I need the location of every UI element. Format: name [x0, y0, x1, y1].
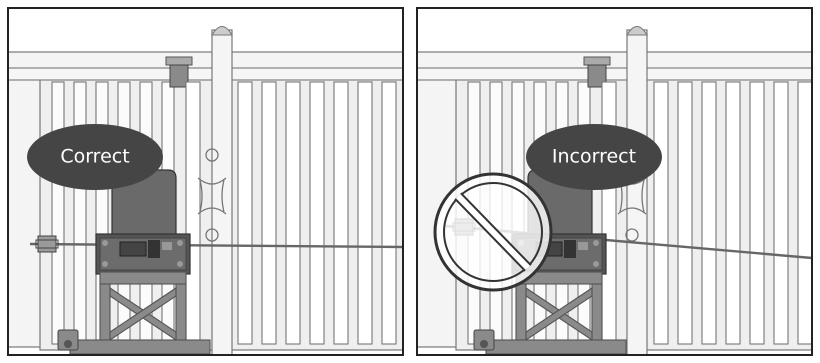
rack-bracket	[36, 236, 58, 252]
ground-roller	[474, 330, 494, 350]
label-correct: Correct	[27, 124, 163, 190]
panel-correct: Correct	[8, 8, 403, 355]
panel-incorrect: Incorrect	[417, 8, 812, 355]
guide-roller	[170, 65, 188, 87]
ground-roller	[58, 330, 78, 350]
prohibited-sign-icon	[435, 174, 551, 290]
top-rail	[8, 68, 403, 80]
gate-post	[627, 30, 647, 355]
label-incorrect: Incorrect	[526, 124, 662, 190]
guide-roller-bracket	[166, 57, 192, 65]
label-incorrect-text: Incorrect	[552, 146, 636, 168]
guide-roller-bracket	[584, 57, 610, 65]
label-correct-text: Correct	[60, 146, 129, 168]
top-rail	[417, 68, 812, 80]
